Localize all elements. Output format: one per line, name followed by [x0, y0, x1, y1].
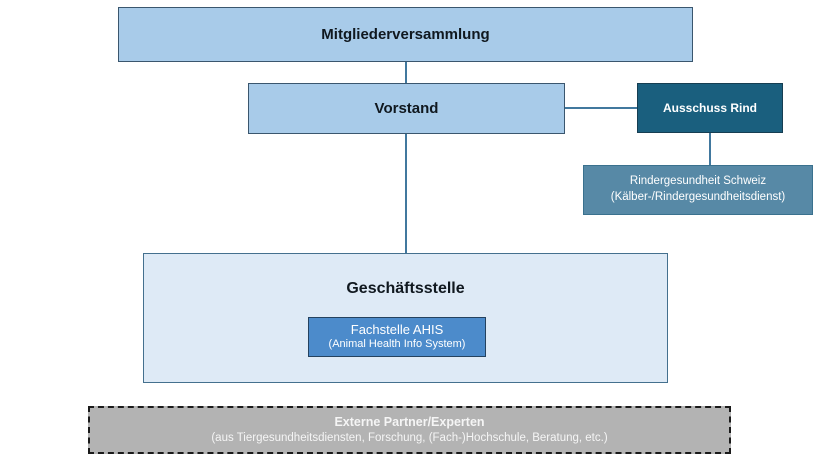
- node-externe-partner-line2: (aus Tiergesundheitsdiensten, Forschung,…: [211, 431, 608, 444]
- node-rindergesundheit-schweiz: Rindergesundheit Schweiz (Kälber-/Rinder…: [583, 165, 813, 215]
- node-ausschuss-rind-label: Ausschuss Rind: [662, 101, 758, 115]
- node-vorstand: Vorstand: [248, 83, 565, 134]
- node-fachstelle-ahis-line2: (Animal Health Info System): [328, 338, 466, 351]
- node-ausschuss-rind: Ausschuss Rind: [637, 83, 783, 133]
- connector-vorstand-geschaeftsstelle: [405, 134, 407, 253]
- node-externe-partner-line1: Externe Partner/Experten: [334, 414, 485, 429]
- node-fachstelle-ahis: Fachstelle AHIS (Animal Health Info Syst…: [308, 317, 486, 357]
- connector-ausschuss-rind-rindergesundheit: [709, 133, 711, 165]
- node-geschaeftsstelle-label: Geschäftsstelle: [346, 280, 465, 297]
- node-vorstand-label: Vorstand: [374, 100, 439, 117]
- node-rindergesundheit-line2: (Kälber-/Rindergesundheitsdienst): [610, 191, 786, 203]
- node-mitgliederversammlung-label: Mitgliederversammlung: [321, 26, 490, 43]
- node-geschaeftsstelle: Geschäftsstelle Fachstelle AHIS (Animal …: [143, 253, 668, 383]
- node-externe-partner: Externe Partner/Experten (aus Tiergesund…: [88, 406, 731, 454]
- node-mitgliederversammlung: Mitgliederversammlung: [118, 7, 693, 62]
- node-fachstelle-ahis-line1: Fachstelle AHIS: [350, 322, 444, 337]
- connector-mitgliederversammlung-vorstand: [405, 62, 407, 83]
- node-rindergesundheit-line1: Rindergesundheit Schweiz: [629, 175, 767, 188]
- connector-vorstand-ausschuss-rind: [565, 107, 637, 109]
